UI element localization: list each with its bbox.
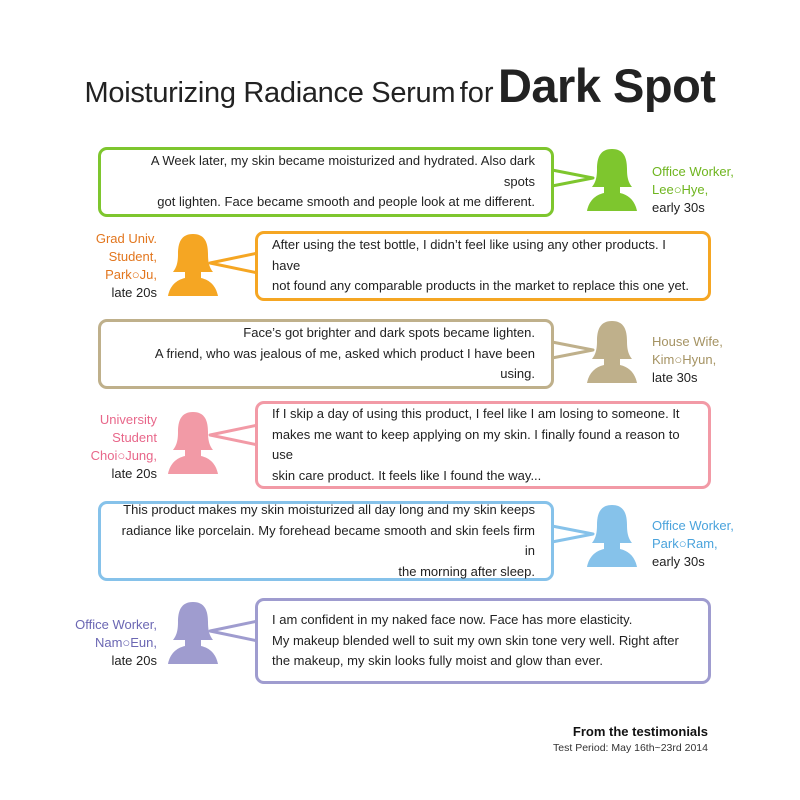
footer-test-period: Test Period: May 16th~23rd 2014 xyxy=(553,742,708,754)
reviewer-label-3: House Wife, Kim○Hyun, late 30s xyxy=(652,334,723,385)
person-icon xyxy=(587,149,637,211)
title-target: Dark Spot xyxy=(497,59,716,112)
reviewer-label-6: Office Worker, Nam○Eun, late 20s xyxy=(75,617,157,668)
person-icon xyxy=(168,602,218,664)
testimonial-text: A Week later, my skin became moisturized… xyxy=(150,153,535,210)
reviewer-label-1: Office Worker, Lee○Hye, early 30s xyxy=(652,164,734,215)
testimonial-text: If I skip a day of using this product, I… xyxy=(272,406,680,483)
person-icon xyxy=(168,412,218,474)
testimonial-bubble-3: Face’s got brighter and dark spots becam… xyxy=(98,319,554,389)
testimonial-bubble-2: After using the test bottle, I didn’t fe… xyxy=(255,231,711,301)
testimonial-text: Face’s got brighter and dark spots becam… xyxy=(154,325,535,382)
person-icon xyxy=(168,234,218,296)
testimonial-text: I am confident in my naked face now. Fac… xyxy=(272,612,679,669)
testimonial-bubble-4: If I skip a day of using this product, I… xyxy=(255,401,711,489)
title-product: Moisturizing Radiance Serum xyxy=(84,77,456,109)
person-icon xyxy=(587,505,637,567)
page-title: Moisturizing Radiance Serum for Dark Spo… xyxy=(0,58,800,113)
testimonial-bubble-6: I am confident in my naked face now. Fac… xyxy=(255,598,711,684)
reviewer-label-4: University Student Choi○Jung, late 20s xyxy=(90,412,157,481)
testimonial-text: This product makes my skin moisturized a… xyxy=(121,502,535,579)
footer-title: From the testimonials xyxy=(572,724,708,739)
reviewer-label-2: Grad Univ. Student, Park○Ju, late 20s xyxy=(95,231,157,300)
person-icon xyxy=(587,321,637,383)
testimonial-bubble-1: A Week later, my skin became moisturized… xyxy=(98,147,554,217)
testimonial-text: After using the test bottle, I didn’t fe… xyxy=(272,237,689,294)
testimonial-bubble-5: This product makes my skin moisturized a… xyxy=(98,501,554,581)
reviewer-label-5: Office Worker, Park○Ram, early 30s xyxy=(652,518,734,569)
title-for: for xyxy=(459,77,494,109)
